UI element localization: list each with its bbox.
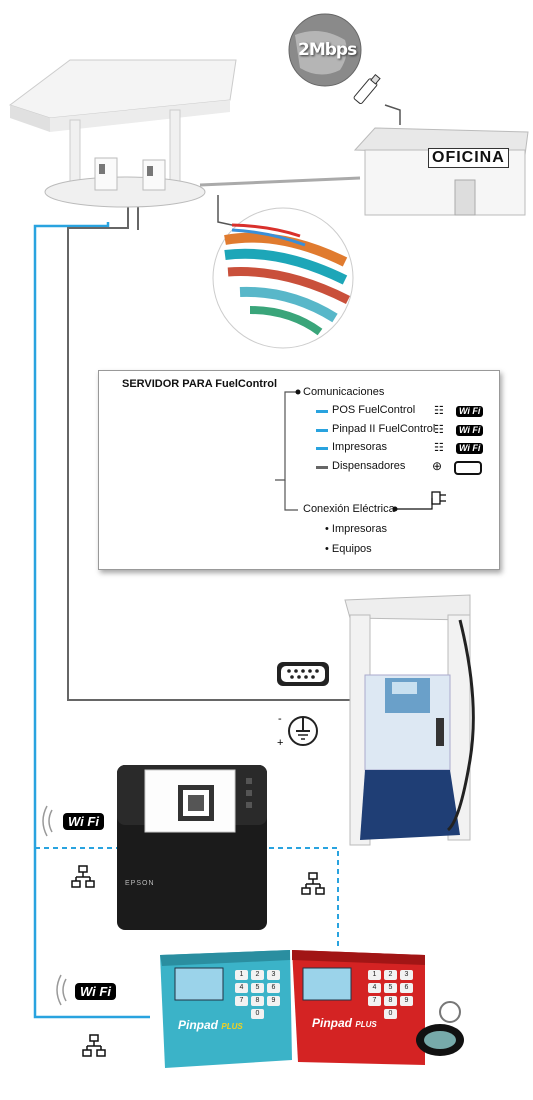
keypad-key: 4 [235,983,248,993]
pinpad-suffix: PLUS [221,1022,243,1031]
svg-text:+: + [277,737,283,749]
electrical-item-label: Impresoras [331,523,387,535]
comm-item-pos: POS FuelControl ☷ Wi Fi [316,404,491,420]
network-icon-right [301,872,325,895]
communications-label: Comunicaciones [303,386,385,398]
keypad-key: 5 [384,983,397,993]
comm-item-label: Pinpad II FuelControl [332,423,436,435]
ground-icon: ⊕ [432,459,443,473]
key-fob-image [416,1001,464,1056]
receipt-printer-image [117,765,267,930]
keypad-key: 8 [384,996,397,1006]
comm-item-label: Dispensadores [332,460,406,472]
pinpad-name: Pinpad [178,1018,219,1032]
keypad-key: 9 [400,996,413,1006]
wifi-icon: Wi Fi [456,443,484,454]
electrical-item: • Equipos [325,543,372,555]
serial-port-icon [277,662,329,686]
keypad-key: 2 [251,970,264,980]
keypad-key: 2 [384,970,397,980]
electrical-item: • Impresoras [325,523,387,535]
keypad-key: 3 [400,970,413,980]
office-building [353,127,529,216]
network-icon-left [71,865,95,888]
globe-icon [288,13,362,87]
wifi-badge-printer: Wi Fi [63,813,104,830]
wifi-badge-pinpad: Wi Fi [75,983,116,1000]
pinpad-suffix: PLUS [355,1020,377,1029]
keypad-key: 1 [368,970,381,980]
ethernet-plug-icon [353,73,381,105]
pinpad-red-label: Pinpad PLUS [312,1016,377,1030]
svg-text:-: - [278,713,282,725]
comm-item-label: Impresoras [332,441,388,453]
pinpad-name: Pinpad [312,1016,353,1030]
server-info-panel [98,370,500,570]
comm-item-dispensers: Dispensadores ⊕ [316,459,491,476]
keypad-key: 1 [235,970,248,980]
gas-station-canopy [8,59,237,208]
office-plug-line [384,104,401,125]
ground-icon: - + [277,713,318,749]
keypad-key: 5 [251,983,264,993]
office-sign: OFICINA [428,148,509,168]
cables-sample-image [212,207,354,349]
comm-item-printers: Impresoras ☷ Wi Fi [316,441,491,457]
electrical-label: Conexión Eléctrica [303,503,395,515]
keypad-key: 8 [251,996,264,1006]
internet-speed-label: 2Mbps [298,40,357,60]
keypad-key: 0 [251,1009,264,1019]
network-icon: ☷ [434,405,444,417]
server-title: SERVIDOR PARA FuelControl [122,378,278,390]
network-icon-bottom [82,1034,106,1057]
serial-cable-line [67,200,370,701]
legend-dash [316,466,328,469]
keypad-key: 6 [400,983,413,993]
keypad-key: 7 [235,996,248,1006]
comm-item-label: POS FuelControl [332,404,416,416]
printer-brand: EPSON [125,880,155,887]
network-icon: ☷ [434,442,444,454]
legend-dash [316,447,328,450]
legend-dash [316,429,328,432]
keypad-key: 4 [368,983,381,993]
wifi-signal-icon-bottom [56,974,67,1006]
serial-port-icon [454,461,482,475]
keypad-key: 3 [267,970,280,980]
keypad-key: 9 [267,996,280,1006]
wifi-icon: Wi Fi [456,406,484,417]
blue-network-line [33,222,150,1019]
comm-item-pinpad: Pinpad II FuelControl ☷ Wi Fi [316,423,491,439]
network-icon: ☷ [434,424,444,436]
office-cable-line [199,176,361,187]
keypad-key: 7 [368,996,381,1006]
keypad-key: 0 [384,1009,397,1019]
pinpad-teal-label: Pinpad PLUS [178,1018,243,1032]
electrical-item-label: Equipos [331,543,372,555]
fuel-dispenser-image [344,594,475,846]
wifi-signal-icon-top [42,805,53,837]
keypad-key: 6 [267,983,280,993]
legend-dash [316,410,328,413]
wifi-icon: Wi Fi [456,425,484,436]
